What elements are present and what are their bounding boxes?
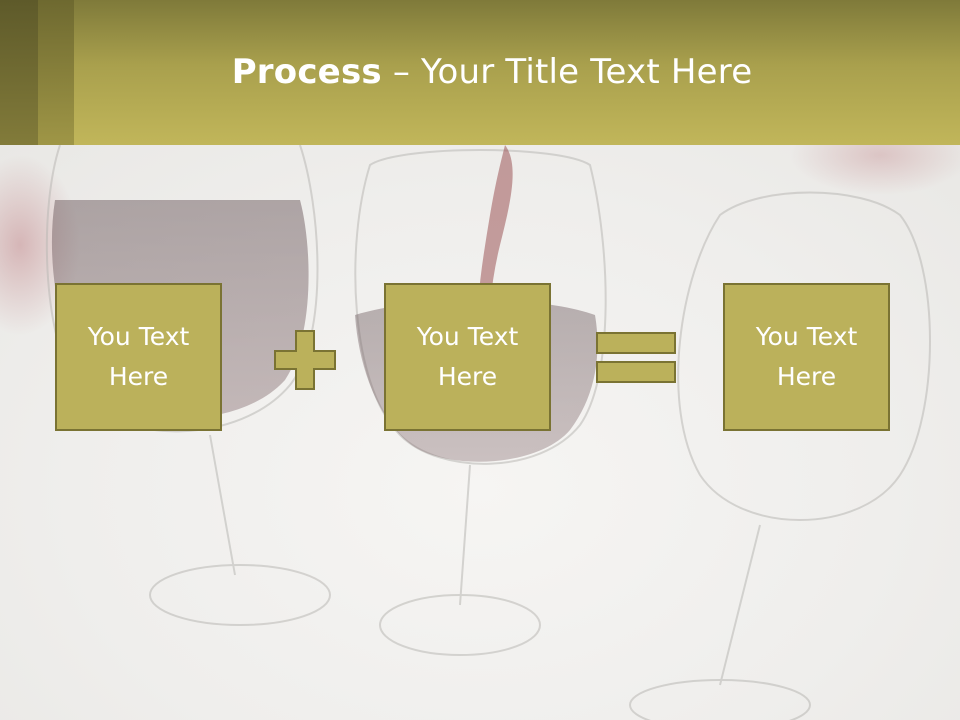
title-bold-text: Process <box>231 52 382 92</box>
equals-icon <box>596 332 678 388</box>
process-step-1[interactable]: You Text Here <box>55 283 222 431</box>
title-rest-text: – Your Title Text Here <box>381 52 753 92</box>
process-step-3-text: You Text Here <box>755 322 858 391</box>
process-step-2-text: You Text Here <box>416 322 519 391</box>
background-photo-wine-glasses <box>0 145 960 720</box>
plus-icon <box>274 330 336 394</box>
title-bar: Process – Your Title Text Here <box>0 0 960 145</box>
process-step-3[interactable]: You Text Here <box>723 283 890 431</box>
accent-stripe-dark <box>0 0 38 145</box>
slide-title[interactable]: Process – Your Title Text Here <box>0 52 960 92</box>
accent-stripe-light <box>38 0 74 145</box>
process-step-2[interactable]: You Text Here <box>384 283 551 431</box>
process-step-1-text: You Text Here <box>87 322 190 391</box>
